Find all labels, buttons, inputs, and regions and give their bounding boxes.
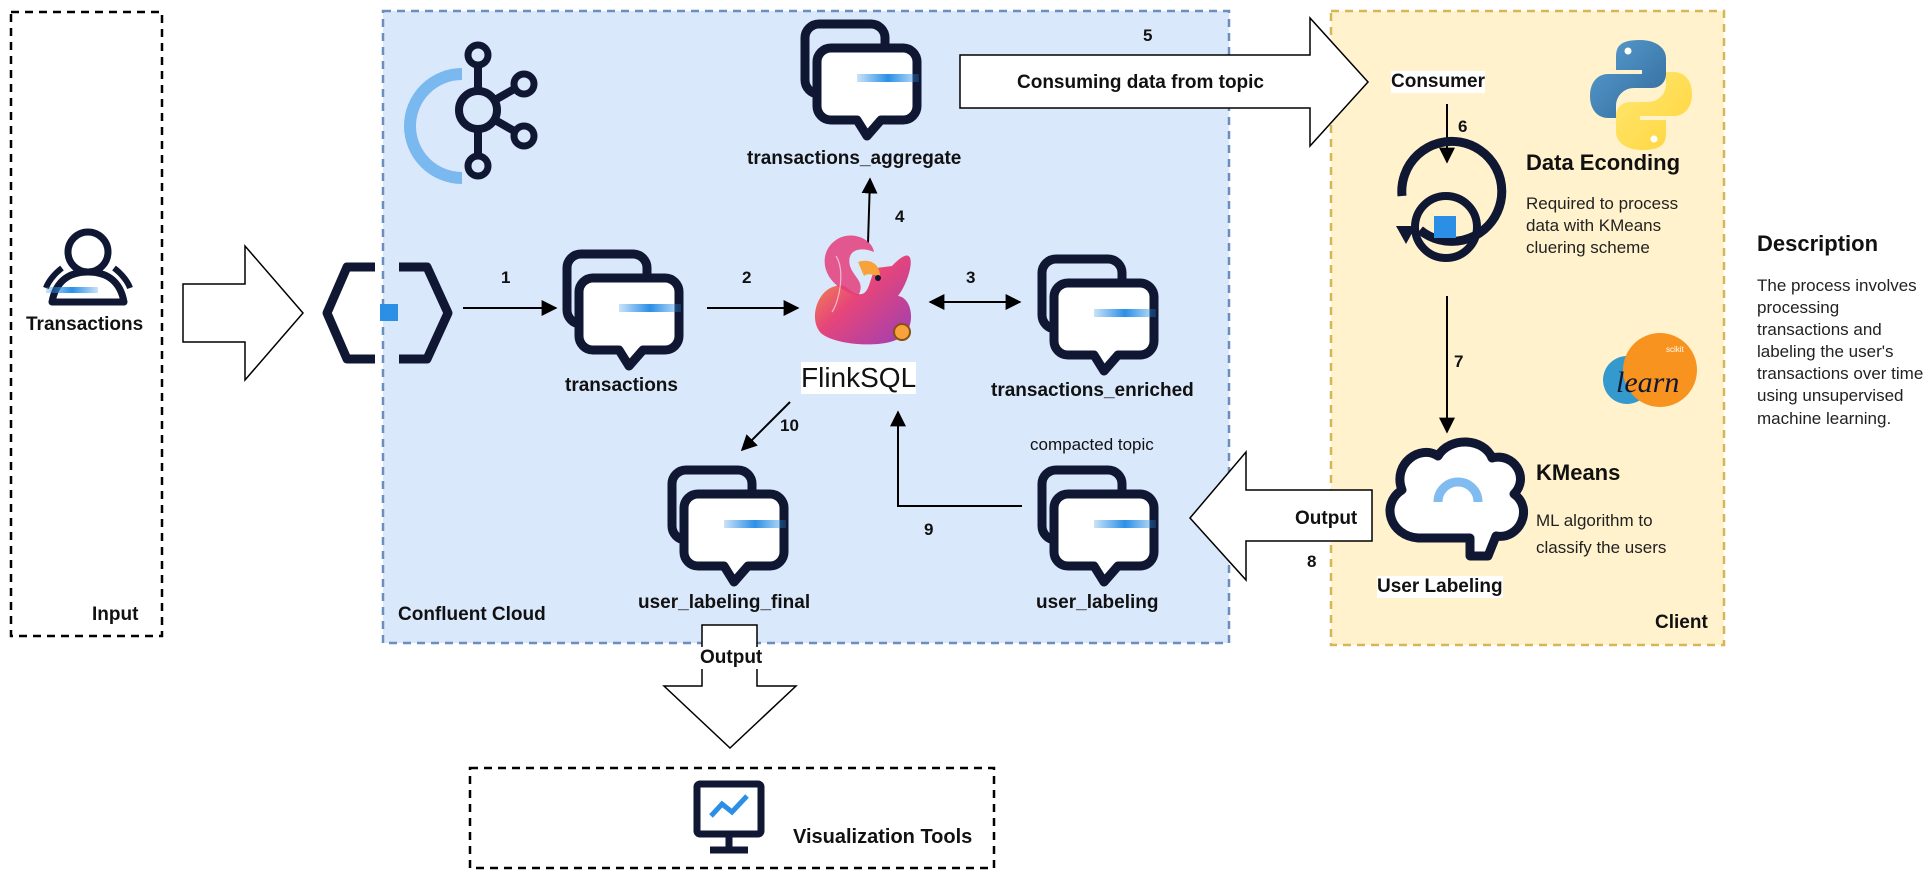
description-body: The process involves processing transact… (1757, 276, 1924, 428)
client-output-label: Output (1295, 508, 1358, 529)
python-logo-icon (1590, 40, 1692, 150)
step-5-label: 5 (1143, 26, 1153, 45)
final-output-arrow (662, 624, 798, 750)
client-group-box (1329, 9, 1726, 647)
compacted-topic-note: compacted topic (1030, 435, 1154, 454)
step-7-label: 7 (1454, 352, 1464, 371)
step-10-label: 10 (780, 416, 799, 435)
brain-ml-icon (1385, 437, 1528, 561)
sklearn-small-text: scikit (1666, 345, 1685, 354)
step-6-label: 6 (1458, 117, 1468, 136)
consume-flow-label: Consuming data from topic (1017, 72, 1264, 94)
encoding-title: Data Econding (1526, 150, 1681, 175)
confluent-cloud-group-label: Confluent Cloud (398, 604, 546, 625)
topic-label-enriched: transactions_enriched (991, 380, 1194, 401)
step-1-label: 1 (501, 268, 511, 287)
scikit-learn-logo-icon: scikit learn (1603, 333, 1697, 407)
step-2-label: 2 (742, 268, 752, 287)
flow-arrow-9 (890, 410, 1022, 507)
topic-label-labeling-final: user_labeling_final (638, 592, 811, 613)
client-output-arrow (1189, 449, 1373, 582)
kafka-cluster-icon (404, 41, 538, 184)
flink-squirrel-icon (814, 235, 912, 345)
topic-label-aggregate: transactions_aggregate (747, 148, 962, 169)
step-3-label: 3 (966, 268, 976, 287)
data-encoding-cycle-icon (1396, 136, 1507, 262)
topic-label-transactions: transactions (565, 375, 678, 396)
client-group-label: Client (1655, 612, 1708, 633)
step-8-label: 8 (1307, 552, 1317, 571)
flink-label: FlinkSQL (801, 362, 917, 395)
description-title: Description (1757, 231, 1879, 256)
topic-label-labeling: user_labeling (1036, 592, 1159, 613)
final-output-label: Output (700, 647, 763, 669)
encoding-description: Required to process data with KMeans clu… (1526, 194, 1679, 258)
input-flow-arrow (182, 243, 304, 383)
flow-arrow-4 (861, 177, 878, 244)
user-icon (43, 228, 133, 306)
flow-arrow-10 (740, 401, 791, 452)
step-4-label: 4 (895, 207, 905, 226)
visualization-group-box (468, 766, 996, 870)
visualization-tools-label: Visualization Tools (793, 826, 973, 848)
connector-hexagon-icon (322, 262, 453, 364)
consumer-label: Consumer (1391, 71, 1485, 93)
input-group-label: Input (92, 604, 139, 625)
sklearn-learn-text: learn (1616, 366, 1679, 399)
monitor-chart-icon (693, 780, 765, 854)
transactions-source-label: Transactions (26, 314, 144, 335)
user-labeling-label: User Labeling (1377, 576, 1503, 598)
kmeans-description: ML algorithm to classify the users (1536, 511, 1667, 558)
kmeans-title: KMeans (1536, 460, 1621, 485)
step-9-label: 9 (924, 520, 934, 539)
input-group-box (9, 10, 164, 638)
